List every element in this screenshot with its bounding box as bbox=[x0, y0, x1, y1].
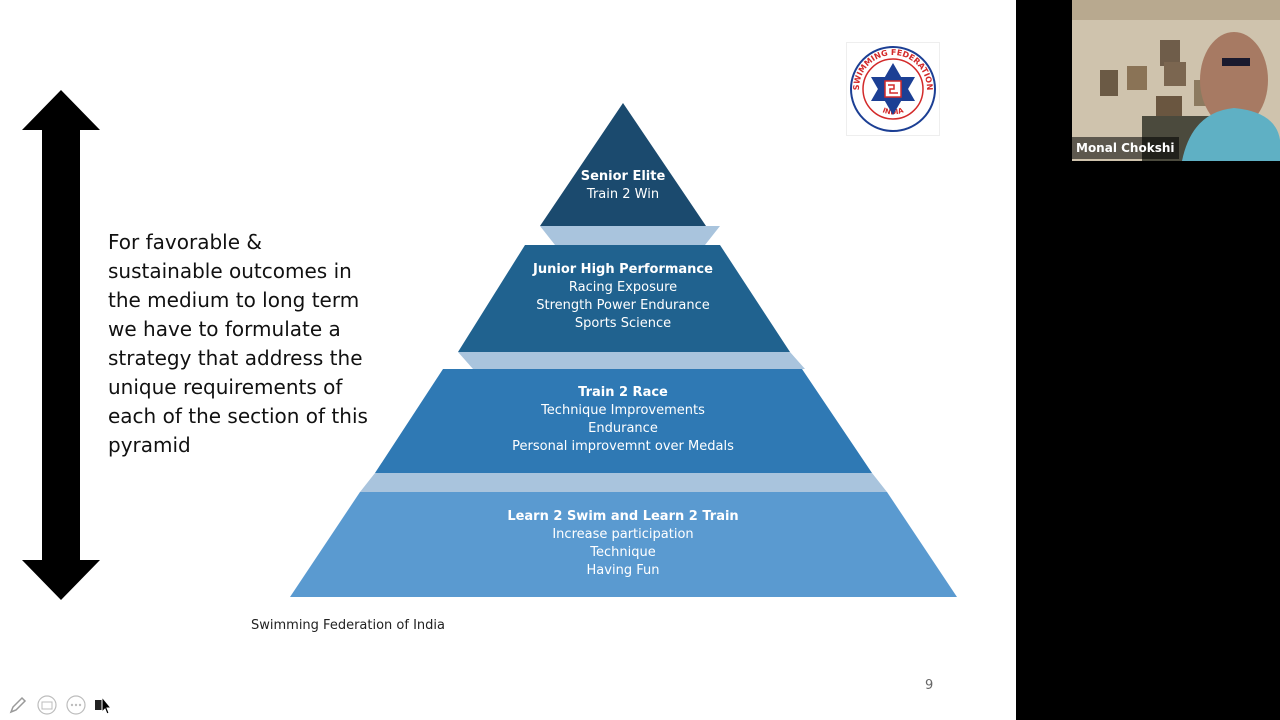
pen-icon[interactable] bbox=[8, 695, 28, 715]
pointer-icon[interactable] bbox=[94, 695, 114, 715]
pyramid-tier-junior-high-performance bbox=[458, 245, 790, 352]
subtitles-icon[interactable] bbox=[37, 695, 57, 715]
slide-footer: Swimming Federation of India bbox=[251, 618, 445, 633]
tier-label-learn-2-swim: Learn 2 Swim and Learn 2 Train Increase … bbox=[507, 509, 739, 578]
pyramid-tier-train-2-race bbox=[375, 369, 872, 473]
pyramid-tier-learn-2-swim bbox=[290, 492, 957, 597]
tier-label-senior-elite: Senior Elite Train 2 Win bbox=[580, 169, 666, 202]
slide-body-text: For favorable & sustainable outcomes in … bbox=[108, 230, 368, 457]
swimming-federation-logo: SWIMMING FEDERATION INDIA bbox=[846, 42, 940, 136]
tier-label-train-2-race: Train 2 Race Technique Improvements Endu… bbox=[512, 385, 734, 454]
more-icon[interactable] bbox=[66, 695, 86, 715]
pyramid-connector bbox=[458, 352, 805, 369]
pyramid-connector bbox=[360, 473, 887, 492]
participant-video[interactable] bbox=[1072, 0, 1280, 161]
pyramid-diagram bbox=[290, 103, 957, 597]
pyramid-connector bbox=[540, 226, 720, 245]
double-arrow-icon bbox=[22, 90, 100, 600]
pyramid-tier-senior-elite bbox=[540, 103, 706, 226]
presentation-slide: For favorable & sustainable outcomes in … bbox=[0, 0, 1016, 720]
presentation-toolbar bbox=[0, 692, 130, 718]
tier-label-junior-high-performance: Junior High Performance Racing Exposure … bbox=[533, 262, 713, 331]
participant-name: Monal Chokshi bbox=[1072, 137, 1179, 159]
page-number: 9 bbox=[925, 678, 934, 693]
